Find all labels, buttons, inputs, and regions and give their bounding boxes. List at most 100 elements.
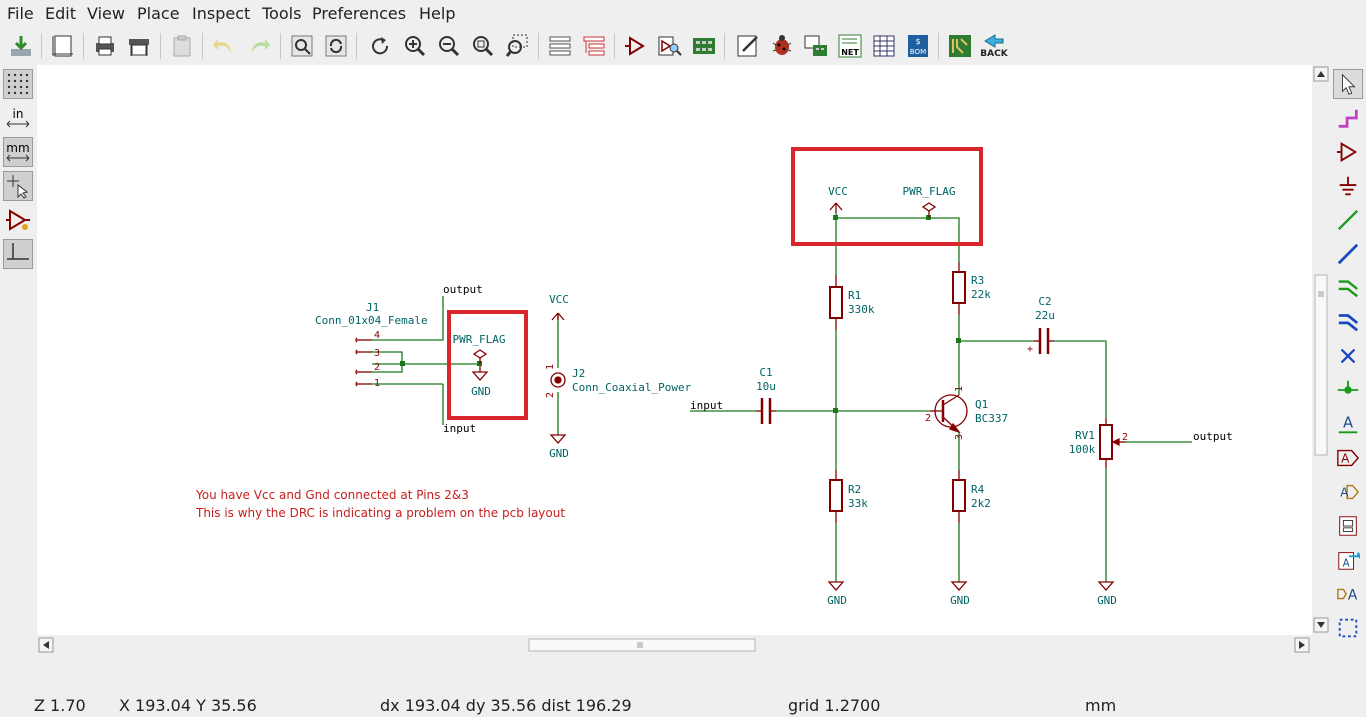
j1-pin-4: 4	[374, 330, 380, 341]
grid-toggle-icon[interactable]	[3, 69, 33, 99]
back-annotate-icon[interactable]: BACK	[979, 31, 1009, 61]
draw-bus-icon[interactable]	[1333, 239, 1363, 269]
highlight-box-top	[791, 147, 983, 246]
fields-table-icon[interactable]	[869, 31, 899, 61]
vcc-top-label: VCC	[828, 185, 848, 198]
save-icon[interactable]	[6, 31, 36, 61]
units-inch-button[interactable]: in	[3, 103, 33, 133]
pcbnew-icon[interactable]	[945, 31, 975, 61]
right-toolbar: A A A A A	[1330, 65, 1366, 655]
plot-icon[interactable]	[124, 31, 154, 61]
rv1-value: 100k	[1069, 443, 1096, 456]
j2-pin-2: 2	[545, 392, 556, 398]
graphic-lines-icon[interactable]	[1333, 613, 1363, 643]
annotate-icon[interactable]	[733, 31, 763, 61]
find-replace-icon[interactable]	[321, 31, 351, 61]
menu-edit[interactable]: Edit	[45, 4, 76, 23]
r4-value: 2k2	[971, 497, 991, 510]
select-tool-icon[interactable]	[1333, 69, 1363, 99]
svg-text:$: $	[915, 37, 920, 46]
wire-angle-icon[interactable]	[3, 239, 33, 269]
j1-value: Conn_01x04_Female	[315, 314, 428, 327]
highlight-box-left	[447, 310, 528, 420]
net-label-output-right: output	[1193, 430, 1233, 443]
redraw-icon[interactable]	[365, 31, 395, 61]
horizontal-scrollbar[interactable]	[37, 636, 1312, 654]
j1-pin-3: 3	[374, 348, 380, 359]
zoom-selection-icon[interactable]	[503, 31, 533, 61]
note-line-1: You have Vcc and Gnd connected at Pins 2…	[195, 488, 469, 502]
status-delta: dx 193.04 dy 35.56 dist 196.29	[380, 696, 632, 715]
net-label-icon[interactable]: A	[1333, 409, 1363, 439]
erc-icon[interactable]	[767, 31, 797, 61]
page-settings-icon[interactable]	[48, 31, 78, 61]
menu-file[interactable]: File	[7, 4, 34, 23]
status-grid: grid 1.2700	[788, 696, 881, 715]
hierarchy-navigator-icon[interactable]	[545, 31, 575, 61]
place-text-icon[interactable]: A	[1333, 579, 1363, 609]
j2-value: Conn_Coaxial_Power	[572, 381, 692, 394]
q1-pin-1: 1	[954, 386, 965, 392]
units-mm-button[interactable]: mm	[3, 137, 33, 167]
zoom-out-icon[interactable]	[434, 31, 464, 61]
hierarchical-label-icon[interactable]: A	[1333, 477, 1363, 507]
bom-text: BOM	[910, 48, 926, 56]
bus-entry-icon[interactable]	[1333, 307, 1363, 337]
components	[355, 202, 1126, 591]
cursor-shape-icon[interactable]	[3, 171, 33, 201]
paste-icon[interactable]	[167, 31, 197, 61]
wires	[372, 213, 1192, 582]
print-icon[interactable]	[90, 31, 120, 61]
find-icon[interactable]	[287, 31, 317, 61]
j1-pin-1: 1	[374, 378, 380, 389]
redo-icon[interactable]	[244, 31, 274, 61]
hierarchical-sheet-icon[interactable]	[1333, 511, 1363, 541]
bom-icon[interactable]: $ BOM	[903, 31, 933, 61]
vertical-scrollbar[interactable]	[1312, 65, 1330, 635]
junction-icon[interactable]	[1333, 375, 1363, 405]
place-power-icon[interactable]	[1333, 171, 1363, 201]
zoom-fit-icon[interactable]	[468, 31, 498, 61]
vcc-mid-label: VCC	[549, 293, 569, 306]
net-label-output-left: output	[443, 283, 483, 296]
svg-text:A: A	[1341, 452, 1350, 466]
netlist-icon[interactable]: NET	[835, 31, 865, 61]
c2-value: 22u	[1035, 309, 1055, 322]
highlight-net-icon[interactable]	[1333, 103, 1363, 133]
symbol-editor-icon[interactable]	[621, 31, 651, 61]
import-sheet-pin-icon[interactable]: A	[1333, 545, 1363, 575]
global-label-icon[interactable]: A	[1333, 443, 1363, 473]
hidden-pins-icon[interactable]	[3, 205, 33, 235]
r1-value: 330k	[848, 303, 875, 316]
assign-footprints-icon[interactable]	[801, 31, 831, 61]
draw-wire-icon[interactable]	[1333, 205, 1363, 235]
menu-tools[interactable]: Tools	[262, 4, 302, 23]
schematic-drawing: J1 Conn_01x04_Female PWR_FLAG GND VCC J2…	[195, 147, 1233, 607]
undo-icon[interactable]	[209, 31, 239, 61]
note-line-2: This is why the DRC is indicating a prob…	[195, 506, 565, 520]
wire-entry-icon[interactable]	[1333, 273, 1363, 303]
schematic-canvas[interactable]: J1 Conn_01x04_Female PWR_FLAG GND VCC J2…	[37, 65, 1312, 635]
r2-ref: R2	[848, 483, 861, 496]
leave-sheet-icon[interactable]	[579, 31, 609, 61]
menu-view[interactable]: View	[87, 4, 125, 23]
place-symbol-icon[interactable]	[1333, 137, 1363, 167]
c2-plus: +	[1027, 344, 1033, 355]
c1-ref: C1	[759, 366, 772, 379]
status-units: mm	[1085, 696, 1117, 715]
q1-pin-3: 3	[954, 434, 965, 440]
pwr-flag-top: PWR_FLAG	[903, 185, 956, 198]
units-mm-label: mm	[6, 141, 30, 155]
menu-preferences[interactable]: Preferences	[312, 4, 407, 23]
zoom-in-icon[interactable]	[400, 31, 430, 61]
footprint-editor-icon[interactable]	[689, 31, 719, 61]
c1-value: 10u	[756, 380, 776, 393]
left-toolbar: in mm	[0, 65, 37, 635]
pwr-flag-left: PWR_FLAG	[453, 333, 506, 346]
menu-place[interactable]: Place	[137, 4, 180, 23]
no-connect-icon[interactable]	[1333, 341, 1363, 371]
menu-inspect[interactable]: Inspect	[192, 4, 251, 23]
menu-help[interactable]: Help	[419, 4, 456, 23]
gnd-rv1-label: GND	[1097, 594, 1117, 607]
symbol-browser-icon[interactable]	[655, 31, 685, 61]
